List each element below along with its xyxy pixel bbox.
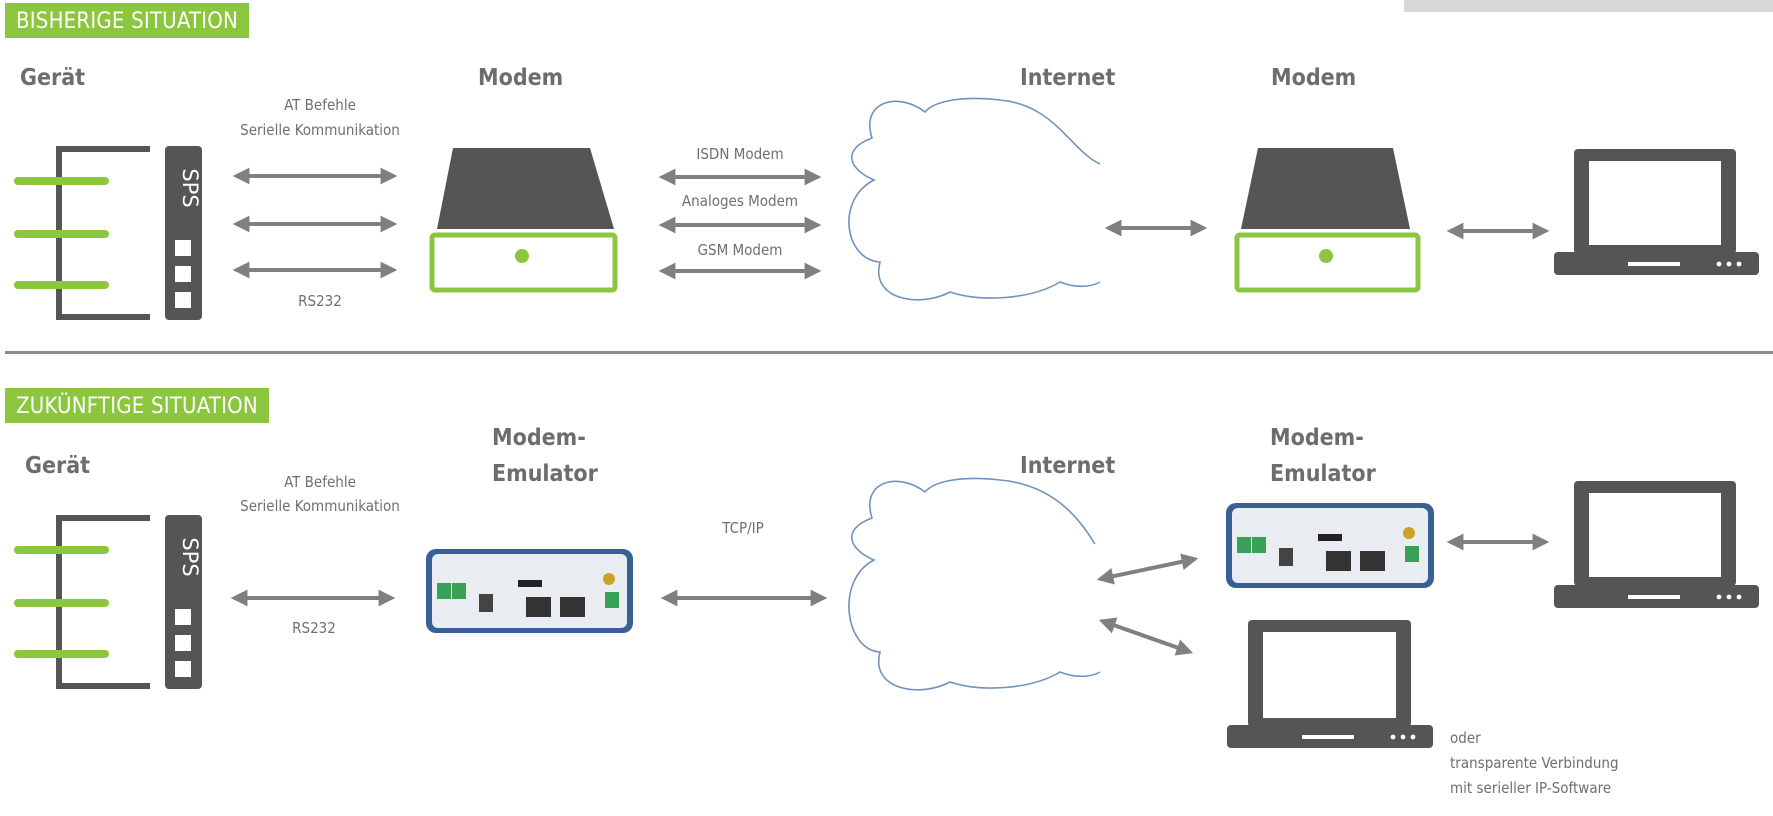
plc-device-top-icon: SPS	[14, 146, 202, 320]
title-device-top: Gerät	[20, 65, 86, 91]
serial-label-line1-bottom: AT Befehle	[284, 473, 356, 491]
title-internet-bottom: Internet	[1020, 453, 1116, 479]
rs232-label-top: RS232	[298, 292, 342, 310]
title-device-bottom: Gerät	[25, 453, 91, 479]
laptop-bottom-right-icon	[1554, 481, 1759, 608]
laptop-bottom-middle-icon	[1227, 620, 1433, 748]
tcpip-label: TCP/IP	[722, 519, 764, 537]
banner-previous-situation: BISHERIGE SITUATION	[5, 3, 249, 38]
internet-cloud-top-icon	[848, 97, 1101, 301]
section-divider	[5, 351, 1773, 354]
serial-arrows-top	[232, 167, 398, 279]
alt-note-line2: transparente Verbindung	[1450, 754, 1619, 772]
modem-type-gsm: GSM Modem	[697, 241, 783, 259]
modem-emulator-right-icon	[1226, 503, 1434, 588]
rs232-label-bottom: RS232	[292, 619, 336, 637]
internet-cloud-bottom-icon	[848, 477, 1101, 691]
modem-type-isdn: ISDN Modem	[696, 145, 784, 163]
title-modem-left: Modem	[478, 65, 564, 91]
modem-type-analog: Analoges Modem	[681, 192, 799, 210]
top-gray-bar	[1404, 0, 1773, 12]
alt-note-line3: mit serieller IP-Software	[1450, 779, 1612, 797]
serial-label-line1-top: AT Befehle	[284, 96, 356, 114]
modem-right-icon	[1234, 148, 1421, 293]
arrow-cloud-to-emulator	[1096, 553, 1199, 585]
title-modem-right: Modem	[1271, 65, 1357, 91]
serial-label-line2-bottom: Serielle Kommunikation	[240, 497, 400, 515]
arrow-cloud-to-laptop	[1098, 617, 1194, 656]
serial-label-line2-top: Serielle Kommunikation	[240, 121, 400, 139]
sps-label-top: SPS	[178, 168, 202, 207]
modem-left-icon	[429, 148, 618, 293]
banner-future-situation: ZUKÜNFTIGE SITUATION	[5, 388, 269, 423]
sps-label-bottom: SPS	[178, 537, 202, 576]
plc-device-bottom-icon: SPS	[14, 515, 202, 689]
title-emulator-right-line1: Modem-	[1270, 425, 1364, 451]
modem-type-arrows	[658, 168, 822, 280]
modem-emulator-left-icon	[426, 549, 633, 633]
title-emulator-right-line2: Emulator	[1270, 461, 1376, 487]
title-emulator-left-line1: Modem-	[492, 425, 586, 451]
title-emulator-left-line2: Emulator	[492, 461, 598, 487]
laptop-top-icon	[1554, 149, 1759, 275]
alt-note-line1: oder	[1450, 729, 1481, 747]
title-internet-top: Internet	[1020, 65, 1116, 91]
